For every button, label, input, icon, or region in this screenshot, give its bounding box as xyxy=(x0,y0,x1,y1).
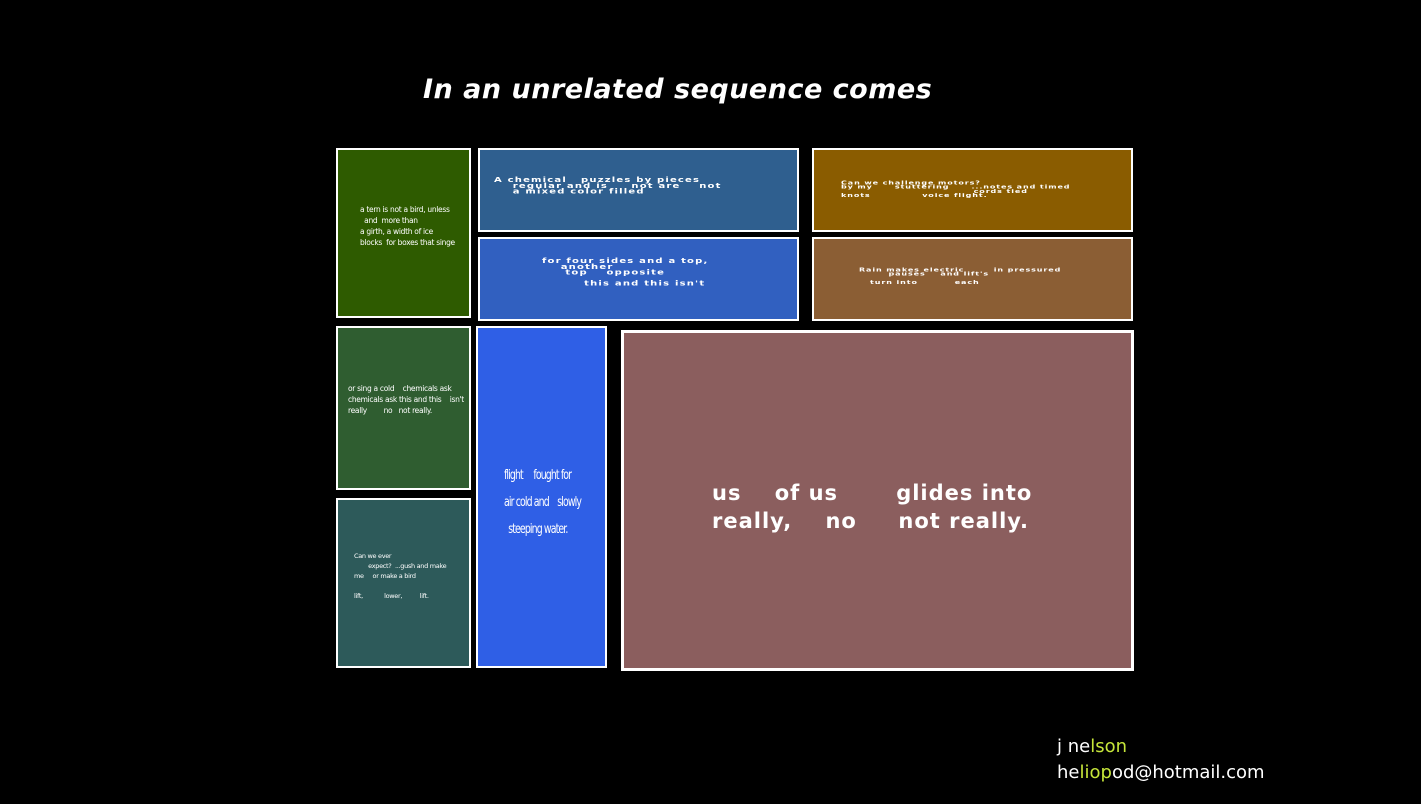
panel-blue-mid: for four sides and a top, another top op… xyxy=(478,237,799,321)
panel-text: a tern is not a bird, unless and more th… xyxy=(360,205,455,247)
panel-text: A chemical puzzles by pieces regular and… xyxy=(494,176,722,196)
panel-orange-mid: Rain makes electric in pressured pauses … xyxy=(812,237,1133,321)
panel-text: Can we ever expect? ...gush and make me … xyxy=(354,552,447,600)
signature-email[interactable]: heliopod@hotmail.com xyxy=(1057,760,1265,786)
panel-text: or sing a cold chemicals ask chemicals a… xyxy=(348,384,464,415)
signature-name-part: j ne xyxy=(1057,736,1091,757)
panel-blue-tall: flight fought for air cold and slowly st… xyxy=(476,326,607,668)
signature-email-part: he xyxy=(1057,762,1080,783)
signature-email-highlight: liop xyxy=(1079,762,1112,783)
panel-text: flight fought for air cold and slowly st… xyxy=(504,468,582,537)
signature-name-highlight: lson xyxy=(1090,736,1128,757)
panel-text: Rain makes electric in pressured pauses … xyxy=(859,266,1062,286)
panel-text: Can we challenge motors? by my stutterin… xyxy=(841,179,1071,199)
panel-text: us of us glides into really, no not real… xyxy=(712,481,1033,533)
panel-text: for four sides and a top, another top op… xyxy=(542,257,709,288)
panel-green-top: a tern is not a bird, unless and more th… xyxy=(336,148,471,318)
signature: j nelson heliopod@hotmail.com xyxy=(1057,734,1265,786)
signature-name: j nelson xyxy=(1057,734,1265,760)
signature-email-part: od@hotmail.com xyxy=(1111,762,1265,783)
panel-green-mid: or sing a cold chemicals ask chemicals a… xyxy=(336,326,471,490)
panel-blue-top: A chemical puzzles by pieces regular and… xyxy=(478,148,799,232)
page-title: In an unrelated sequence comes xyxy=(423,74,933,105)
panel-teal-bottom: Can we ever expect? ...gush and make me … xyxy=(336,498,471,668)
panel-mauve-big: us of us glides into really, no not real… xyxy=(621,330,1134,671)
panel-orange-top: Can we challenge motors? by my stutterin… xyxy=(812,148,1133,232)
